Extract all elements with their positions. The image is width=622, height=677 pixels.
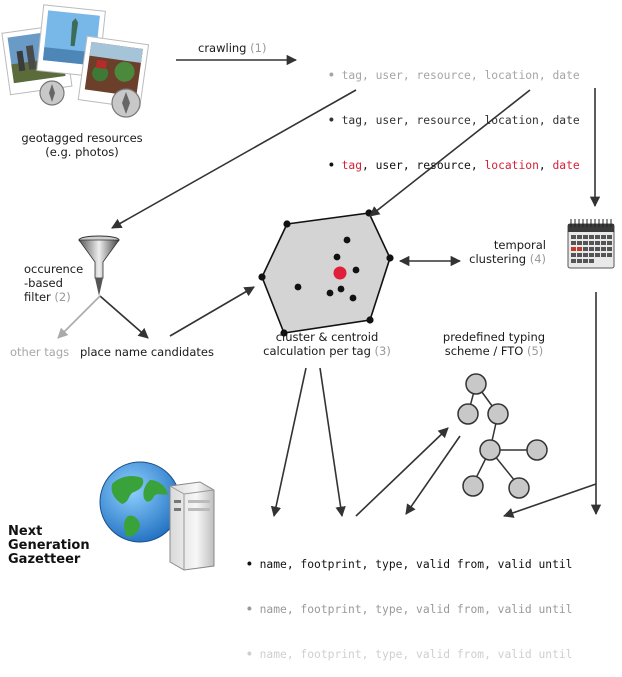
globe-icon <box>99 461 181 543</box>
tuple-row-1: • tag, user, resource, location, date <box>328 69 580 82</box>
calendar-icon <box>567 219 615 269</box>
tuple-tag-highlight: tag <box>341 159 363 172</box>
temporal-line-2: clustering <box>469 252 527 266</box>
cluster-centroid-label: cluster & centroid calculation per tag (… <box>252 330 402 358</box>
filter-line-3: filter <box>24 290 51 304</box>
gazetteer-entries: • name, footprint, type, valid from, val… <box>246 527 573 677</box>
tuple-list: • tag, user, resource, location, date • … <box>328 38 580 188</box>
temporal-line-1: temporal <box>493 238 546 252</box>
arrow-cluster-to-gazetteer-a <box>270 367 307 518</box>
typing-step-number: (5) <box>527 344 544 358</box>
cluster-step-number: (3) <box>374 344 391 358</box>
arrow-tree-to-gazetteer <box>405 435 461 515</box>
temporal-clustering-label: temporal clustering (4) <box>448 238 546 266</box>
ngg-line-1: Next <box>8 524 43 539</box>
crawling-text: crawling <box>198 41 247 55</box>
flow-arrows <box>99 54 602 518</box>
arrow-to-cluster <box>369 89 531 217</box>
ngg-line-3: Gazetteer <box>8 552 81 567</box>
gazetteer-row-2: • name, footprint, type, valid from, val… <box>246 603 573 616</box>
crawling-step-number: (1) <box>250 41 267 55</box>
tree-icon <box>457 373 548 499</box>
arrow-candidates-to-cluster <box>169 286 255 337</box>
funnel-icon <box>78 235 120 296</box>
arrow-to-candidates <box>99 295 149 339</box>
gazetteer-row-3: • name, footprint, type, valid from, val… <box>246 648 573 661</box>
filter-line-2: -based <box>24 276 63 290</box>
photo-stack-icon <box>1 4 150 118</box>
cluster-line-1: cluster & centroid <box>275 330 379 344</box>
cluster-line-2: calculation per tag <box>263 344 371 358</box>
typing-scheme-label: predefined typing scheme / FTO (5) <box>426 330 562 358</box>
geotagged-line-2: (e.g. photos) <box>45 145 119 159</box>
temporal-step-number: (4) <box>529 252 546 266</box>
other-tags-label: other tags <box>10 345 70 359</box>
workflow-diagram <box>1 4 615 571</box>
filter-line-1: occurence <box>24 262 84 276</box>
ngg-line-2: Generation <box>8 538 90 553</box>
arrow-calendar-to-gazetteer-b <box>503 483 597 518</box>
typing-line-2: scheme / FTO <box>444 344 524 358</box>
cluster-hull-icon <box>258 209 394 337</box>
gazetteer-row-1: • name, footprint, type, valid from, val… <box>246 558 573 571</box>
arrow-other-tags <box>57 295 101 339</box>
filter-step-number: (2) <box>54 290 71 304</box>
typing-line-1: predefined typing <box>442 330 546 344</box>
geotagged-line-1: geotagged resources <box>21 131 143 145</box>
tuple-row-3: • tag, user, resource, location, date <box>328 159 580 172</box>
arrow-cluster-to-gazetteer-b <box>319 367 346 518</box>
next-generation-gazetteer-title: Next Generation Gazetteer <box>8 525 90 567</box>
tuple-location-highlight: location <box>484 159 539 172</box>
centroid-marker <box>333 266 347 280</box>
crawling-label: crawling (1) <box>198 41 266 55</box>
place-name-candidates-label: place name candidates <box>80 345 214 359</box>
tuple-date-highlight: date <box>552 159 580 172</box>
filter-label: occurence -based filter (2) <box>24 262 83 304</box>
arrow-to-filter <box>111 89 357 229</box>
arrow-gazetteer-to-tree <box>355 427 449 517</box>
geotagged-resources-label: geotagged resources (e.g. photos) <box>0 131 164 159</box>
server-icon <box>169 481 215 571</box>
tuple-row-2: • tag, user, resource, location, date <box>328 114 580 127</box>
